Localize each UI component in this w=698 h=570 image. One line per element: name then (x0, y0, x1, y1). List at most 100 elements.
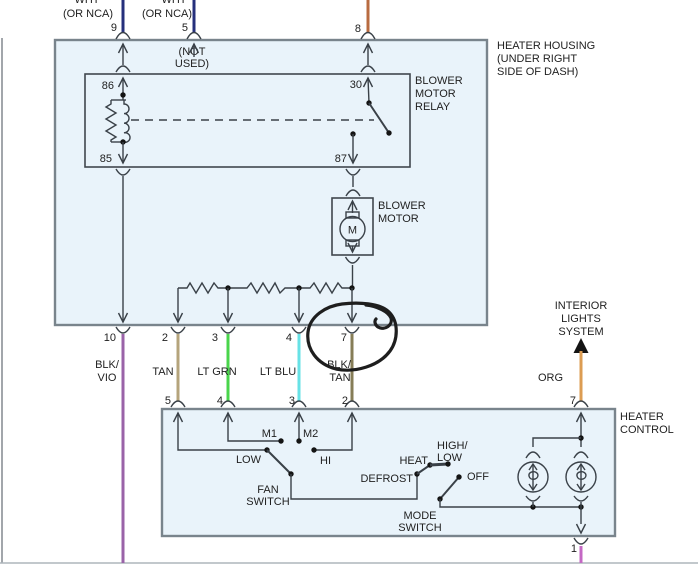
heater-control-label-line1: HEATER (620, 411, 664, 423)
connector-arc (573, 400, 589, 408)
heater-control-label: HEATER CONTROL (620, 411, 674, 436)
blk-vio-label-line1: BLK/ (95, 359, 120, 371)
hi-label: HI (320, 455, 331, 467)
control-pin-2: 2 (342, 395, 348, 407)
motor-symbol (339, 199, 366, 288)
connector-arc (170, 326, 186, 334)
pin-8-label: 8 (355, 23, 361, 35)
low-label: LOW (236, 454, 262, 466)
m1-label: M1 (262, 428, 277, 440)
junction-dot (120, 92, 126, 98)
control-pin-1: 1 (571, 543, 577, 555)
lt-blu-label: LT BLU (260, 366, 296, 378)
connector-arc (525, 495, 541, 502)
pin-10-label: 10 (104, 332, 116, 344)
connector-arc (170, 400, 186, 408)
org-label: ORG (538, 372, 563, 384)
heater-control-label-line2: CONTROL (620, 424, 674, 436)
connector-arc (115, 65, 131, 73)
lamp-filament (528, 471, 539, 480)
relay-pin-87: 87 (335, 153, 347, 165)
control-pin-3: 3 (289, 395, 295, 407)
arrow-down (222, 312, 234, 324)
off-label: OFF (467, 471, 489, 483)
relay-switch-arm (368, 102, 390, 134)
connector-arc (525, 451, 541, 459)
offpage-arrowhead (573, 338, 589, 353)
connector-arc (115, 326, 131, 334)
connector-arc (344, 326, 360, 334)
high-low-contact-dot (445, 461, 451, 467)
blower-motor-box (331, 197, 374, 256)
relay-pin-86: 86 (102, 80, 114, 92)
control-pin-7: 7 (570, 395, 576, 407)
high-low-label-line2: LOW (437, 452, 463, 464)
fan-switch-label-line1: FAN (257, 484, 278, 496)
pin-5-label: 5 (182, 22, 188, 34)
off-contact-dot (456, 474, 462, 480)
connector-arc (220, 326, 236, 334)
lamp-filament (576, 471, 587, 480)
heater-housing-label-line3: SIDE OF DASH) (497, 66, 578, 78)
arrow-down (575, 523, 587, 535)
relay-label: BLOWER MOTOR RELAY (415, 75, 463, 113)
connector-arc (345, 168, 361, 176)
relay-label-line1: BLOWER (415, 75, 463, 87)
heater-housing-label-line2: (UNDER RIGHT (497, 53, 577, 65)
lamp-arrow-up (528, 462, 538, 471)
m2-label: M2 (303, 428, 318, 440)
connector-arc (344, 256, 361, 264)
connector-arc (291, 326, 307, 334)
lt-grn-label: LT GRN (197, 366, 236, 378)
control-top-connectors (170, 400, 589, 408)
resistor (299, 281, 352, 295)
pin-3-label: 3 (212, 332, 218, 344)
relay-pin-85: 85 (100, 153, 112, 165)
blower-motor-label: BLOWER MOTOR (378, 200, 426, 225)
blower-motor-label-line2: MOTOR (378, 213, 419, 225)
fan-switch-label-line2: SWITCH (246, 496, 289, 508)
relay-resistor (104, 100, 118, 142)
pin-2-label: 2 (162, 332, 168, 344)
housing-top-connectors (115, 31, 376, 65)
pin-9-label: 9 (111, 22, 117, 34)
wire-color-labels: BLK/ VIO TAN LT GRN LT BLU BLK/ TAN (95, 359, 352, 384)
or-nca-label-1: (OR NCA) (63, 8, 113, 20)
motor-circle (339, 215, 366, 243)
lamp-circle (565, 461, 597, 493)
lamp-circle (517, 461, 549, 493)
blower-motor-label-line1: BLOWER (378, 200, 426, 212)
interior-lights-label-line3: SYSTEM (558, 326, 603, 338)
connector-arc (186, 31, 202, 40)
pin-7-label: 7 (341, 332, 347, 344)
housing-bottom-pin-labels: 10 2 3 4 7 (104, 332, 347, 344)
fan-switch-arm (266, 449, 292, 475)
blk-tan-label-line2: TAN (329, 372, 350, 384)
relay-label-line3: RELAY (415, 101, 451, 113)
blower-resistor-network (172, 281, 358, 324)
motor-brush-top (345, 211, 360, 219)
relay-coil (123, 100, 131, 143)
hand-drawn-circle-annotation (306, 301, 398, 372)
interior-lights-label-line2: LIGHTS (561, 313, 601, 325)
arrow-down (293, 312, 305, 324)
relay-switch-arm-end-dot (386, 130, 392, 136)
defrost-label: DEFROST (360, 473, 413, 485)
mode-switch-label-line1: MODE (404, 510, 437, 522)
heater-housing-box (53, 38, 489, 327)
pin85-to-pin10-wire (117, 176, 129, 324)
blower-motor-relay-box (84, 73, 411, 168)
heat-label: HEAT (399, 455, 428, 467)
fan-switch (172, 411, 418, 500)
control-pin-5: 5 (165, 395, 171, 407)
connector-arc (573, 537, 589, 545)
high-low-label-line1: HIGH/ (437, 440, 469, 452)
interior-lights-system: INTERIOR LIGHTS SYSTEM ORG (538, 300, 607, 401)
relay-label-line2: MOTOR (415, 88, 456, 100)
arrow-down (346, 312, 358, 324)
not-used-label-line2: USED) (175, 58, 209, 70)
fan-switch-labels: M1 M2 LOW HI FAN SWITCH (236, 428, 331, 508)
mode-switch-label-line2: SWITCH (398, 522, 441, 534)
